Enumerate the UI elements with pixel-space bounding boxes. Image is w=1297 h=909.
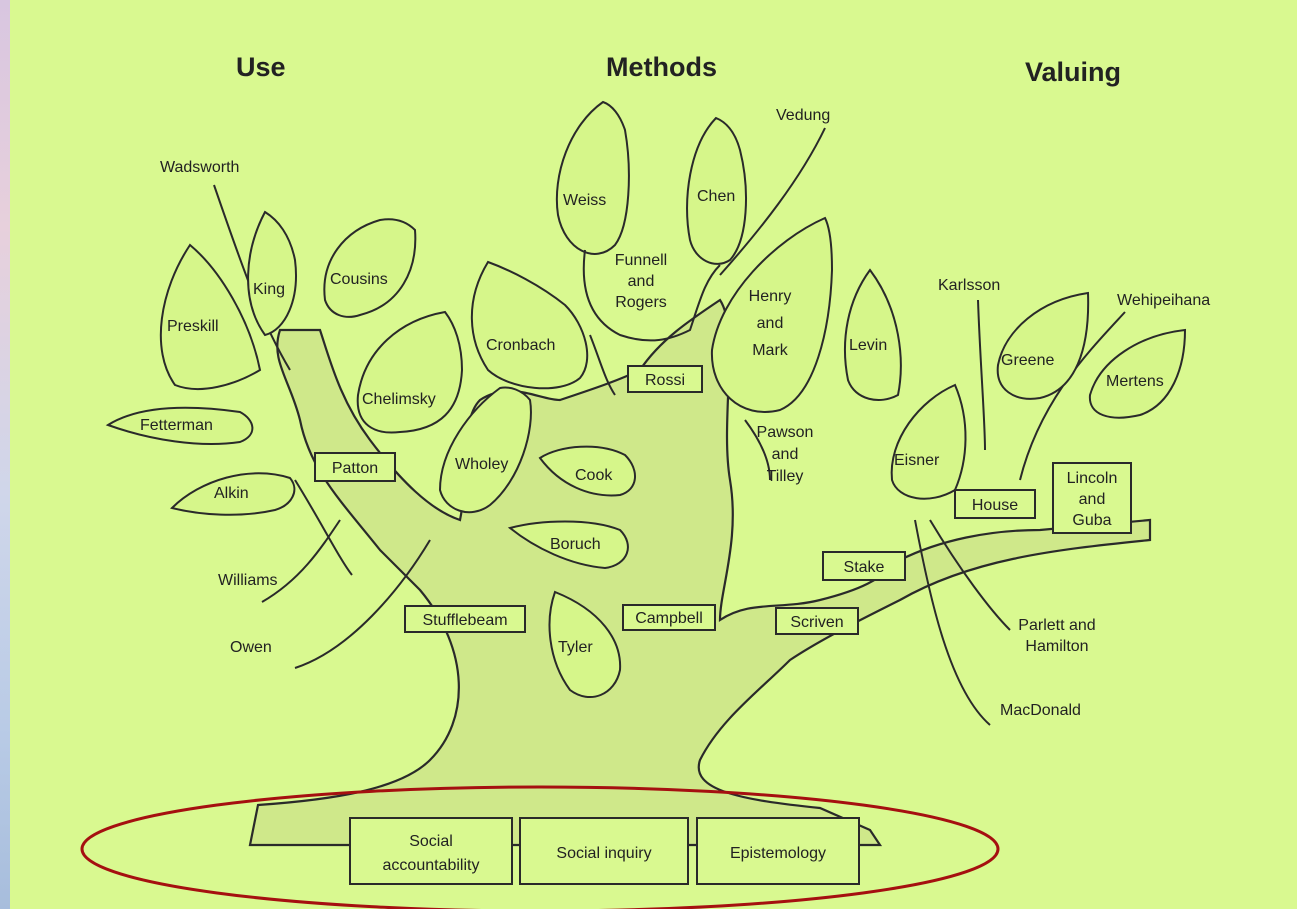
name-williams: Williams xyxy=(218,572,278,589)
leaf-label-cook: Cook xyxy=(575,467,613,484)
box-label-scriven: Scriven xyxy=(790,614,843,631)
root-social-accountability xyxy=(349,817,513,885)
name-funnell-3: Rogers xyxy=(615,294,667,311)
leaf-mertens xyxy=(1088,328,1187,419)
leaf-label-chelimsky: Chelimsky xyxy=(362,391,436,408)
leaf-label-eisner: Eisner xyxy=(894,452,940,469)
leaf-label-preskill: Preskill xyxy=(167,318,219,335)
leaf-label-levin: Levin xyxy=(849,337,887,354)
leaf-greene xyxy=(996,291,1090,400)
header-valuing: Valuing xyxy=(1025,57,1121,87)
header-methods: Methods xyxy=(606,52,717,82)
box-label-rossi: Rossi xyxy=(645,372,685,389)
box-label-lincoln-2: and xyxy=(1079,491,1106,508)
name-parlett-1: Parlett and xyxy=(1018,617,1095,634)
box-campbell xyxy=(622,604,716,631)
leaf-label-weiss: Weiss xyxy=(563,192,606,209)
leaf-wholey xyxy=(438,386,532,514)
leaf-label-wholey: Wholey xyxy=(455,456,508,473)
leaf-alkin xyxy=(170,472,296,516)
leaf-king xyxy=(247,210,297,337)
box-lincoln-and-guba xyxy=(1052,462,1132,534)
root-label-sa-1: Social xyxy=(409,833,453,850)
header-use: Use xyxy=(236,52,286,82)
box-scriven xyxy=(775,607,859,635)
box-label-stufflebeam: Stufflebeam xyxy=(422,612,507,629)
root-label-sa-2: accountability xyxy=(383,857,480,874)
leaf-cronbach xyxy=(470,260,589,390)
name-vedung: Vedung xyxy=(776,107,830,124)
leaf-weiss xyxy=(555,100,630,255)
diagram-panel: Use Methods Valuing Wadsworth Preskill K… xyxy=(10,0,1297,909)
name-funnell-1: Funnell xyxy=(615,252,667,269)
box-label-patton: Patton xyxy=(332,460,378,477)
box-house xyxy=(954,489,1036,519)
leaf-label-henry-2: and xyxy=(757,315,784,332)
evaluation-theory-tree: Use Methods Valuing Wadsworth Preskill K… xyxy=(80,52,1210,909)
leaf-tyler xyxy=(548,590,622,699)
leaf-henry-and-mark xyxy=(710,216,834,413)
box-stufflebeam xyxy=(404,605,526,633)
leaf-chen xyxy=(686,116,747,265)
leaf-label-chen: Chen xyxy=(697,188,735,205)
box-label-campbell: Campbell xyxy=(635,610,703,627)
box-label-house: House xyxy=(972,497,1018,514)
name-owen: Owen xyxy=(230,639,272,656)
leaf-label-greene: Greene xyxy=(1001,352,1054,369)
vedung-line xyxy=(719,127,826,276)
leaf-label-cousins: Cousins xyxy=(330,271,388,288)
box-label-lincoln-3: Guba xyxy=(1072,512,1111,529)
karlsson-line xyxy=(977,299,986,451)
leaf-cook xyxy=(538,445,636,497)
name-funnell-2: and xyxy=(628,273,655,290)
leaf-levin xyxy=(843,268,902,401)
name-pawson-1: Pawson xyxy=(757,424,814,441)
box-label-stake: Stake xyxy=(844,559,885,576)
leaf-label-henry-3: Mark xyxy=(752,342,789,359)
leaf-label-tyler: Tyler xyxy=(558,639,593,656)
leaf-preskill xyxy=(159,243,262,391)
name-wehipeihana: Wehipeihana xyxy=(1117,292,1210,309)
leaf-label-cronbach: Cronbach xyxy=(486,337,555,354)
box-rossi xyxy=(627,365,703,393)
root-epistemology xyxy=(696,817,860,885)
leaf-boruch xyxy=(507,520,629,570)
owen-line xyxy=(294,539,431,669)
box-label-lincoln-1: Lincoln xyxy=(1067,470,1118,487)
box-stake xyxy=(822,551,906,581)
macdonald-line xyxy=(914,519,991,726)
root-label-epistemology: Epistemology xyxy=(730,845,826,862)
roots-highlight-ellipse xyxy=(80,785,1000,909)
leaf-label-fetterman: Fetterman xyxy=(140,417,213,434)
leaf-eisner xyxy=(890,383,967,500)
leaf-label-king: King xyxy=(253,281,285,298)
name-wadsworth: Wadsworth xyxy=(160,159,239,176)
leaf-chelimsky xyxy=(356,310,464,434)
williams-line xyxy=(261,519,341,603)
leaf-label-boruch: Boruch xyxy=(550,536,601,553)
leaf-fetterman xyxy=(105,406,254,445)
name-pawson-3: Tilley xyxy=(767,468,804,485)
leaf-label-henry-1: Henry xyxy=(749,288,792,305)
leaf-label-alkin: Alkin xyxy=(214,485,249,502)
name-parlett-2: Hamilton xyxy=(1025,638,1088,655)
parlett-line xyxy=(929,519,1011,631)
root-social-inquiry xyxy=(519,817,689,885)
name-pawson-2: and xyxy=(772,446,799,463)
name-macdonald: MacDonald xyxy=(1000,702,1081,719)
leaf-cousins xyxy=(323,218,417,318)
root-label-social-inquiry: Social inquiry xyxy=(556,845,651,862)
box-patton xyxy=(314,452,396,482)
leaf-label-mertens: Mertens xyxy=(1106,373,1164,390)
name-karlsson: Karlsson xyxy=(938,277,1000,294)
